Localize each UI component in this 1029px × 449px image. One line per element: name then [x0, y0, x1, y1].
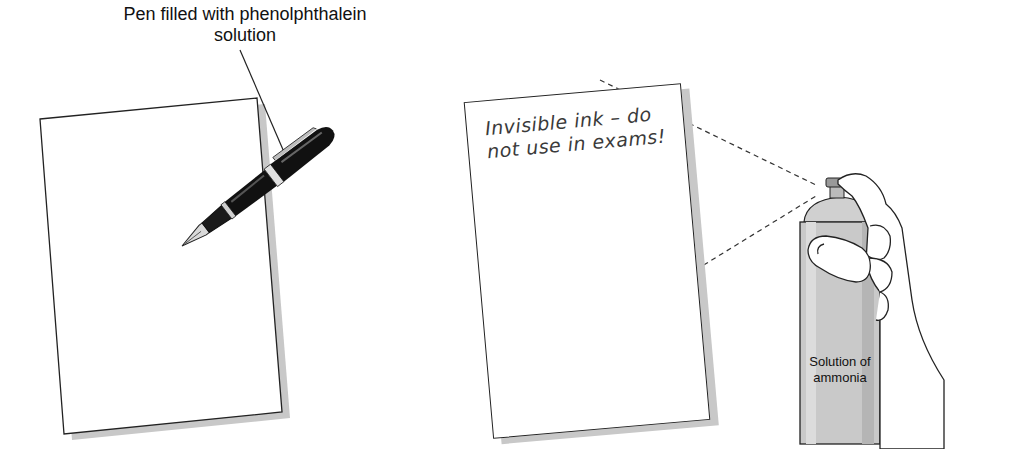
leader-line — [240, 50, 284, 152]
hand — [808, 174, 944, 449]
can-label: Solution of ammonia — [800, 328, 880, 412]
handwritten-note: Invisible ink – do not use in exams! — [484, 101, 672, 163]
blank-paper — [40, 98, 290, 440]
fountain-pen — [173, 118, 340, 254]
can-label-text: Solution of ammonia — [809, 354, 871, 385]
pen-label: Pen filled with phenolphthalein solution — [120, 4, 370, 45]
paper-sheet: Invisible ink – do not use in exams! — [464, 83, 711, 439]
